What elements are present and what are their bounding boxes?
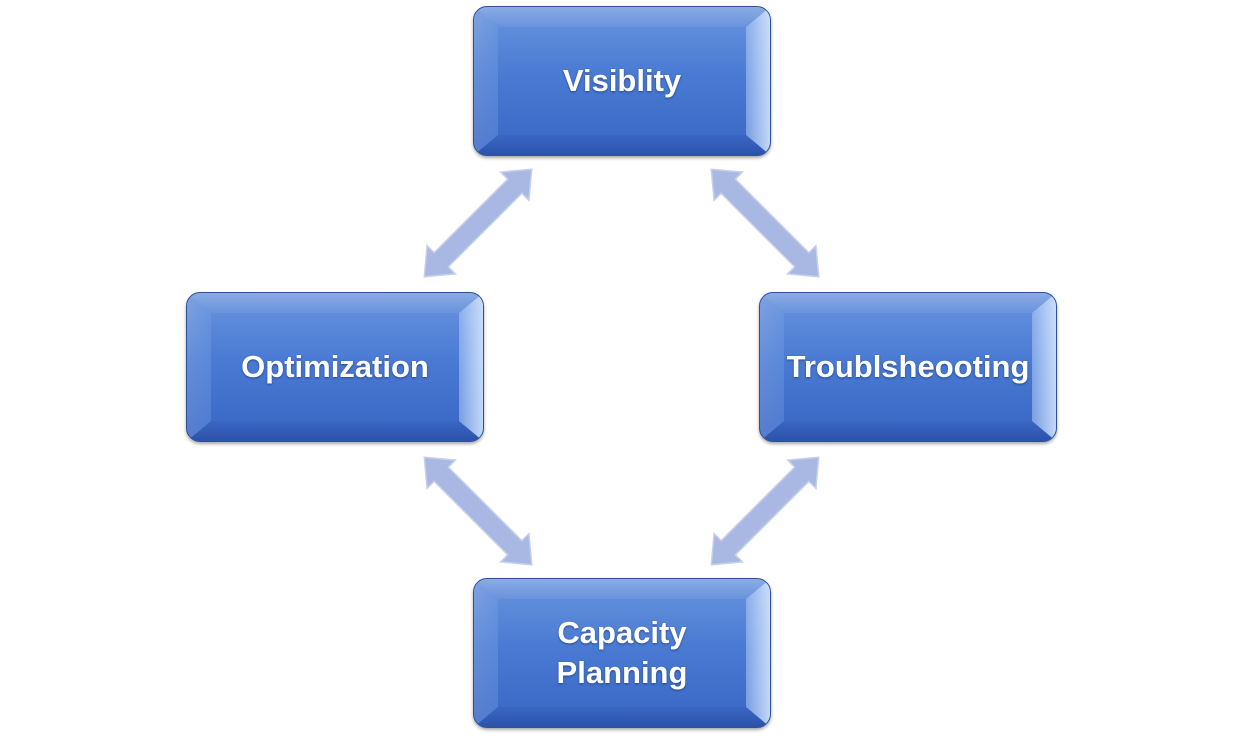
- arrow-troubleshooting-capacity: [710, 456, 820, 566]
- bevel: [474, 579, 770, 599]
- node-label: Capacity Planning: [474, 579, 770, 727]
- node-visibility: Visiblity: [473, 6, 771, 156]
- bevel: [760, 293, 784, 441]
- bevel: [746, 7, 770, 155]
- node-label: Troublsheooting: [760, 293, 1056, 441]
- arrow-visibility-optimization: [423, 168, 533, 278]
- bevel: [474, 707, 770, 727]
- node-optimization: Optimization: [186, 292, 484, 442]
- bevel: [746, 579, 770, 727]
- troubleshooting-label: Troublsheooting: [786, 349, 1030, 384]
- arrow-visibility-troubleshooting: [710, 168, 820, 278]
- bevel: [760, 293, 1056, 313]
- node-troubleshooting: Troublsheooting: [759, 292, 1057, 442]
- bevel: [187, 293, 483, 313]
- bevel: [474, 135, 770, 155]
- bevel: [474, 7, 770, 27]
- bevel: [459, 293, 483, 441]
- node-label: Visiblity: [474, 7, 770, 155]
- bevel: [1032, 293, 1056, 441]
- arrow-optimization-capacity: [423, 456, 533, 566]
- node-label: Optimization: [187, 293, 483, 441]
- bevel: [474, 7, 498, 155]
- capacity-label-line1: Capacity: [557, 615, 687, 650]
- visibility-label: Visiblity: [562, 63, 682, 98]
- node-capacity-planning: Capacity Planning: [473, 578, 771, 728]
- bevel: [474, 579, 498, 727]
- capacity-label-line2: Planning: [556, 655, 688, 690]
- bevel: [187, 293, 211, 441]
- optimization-label: Optimization: [241, 349, 429, 384]
- bevel: [760, 421, 1056, 441]
- bevel: [187, 421, 483, 441]
